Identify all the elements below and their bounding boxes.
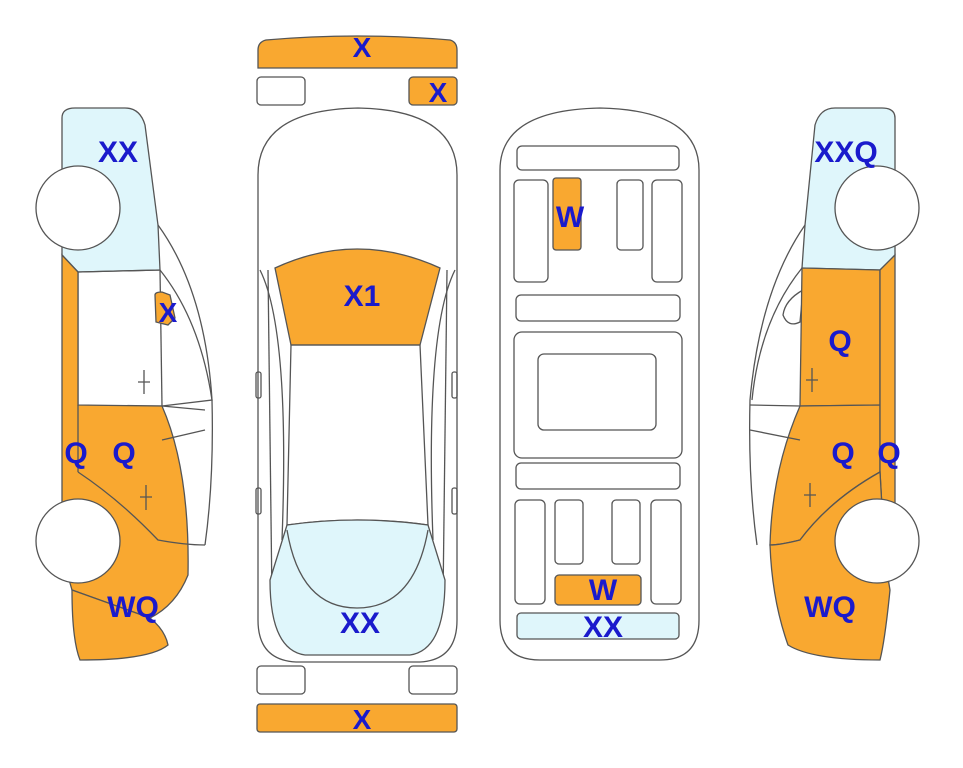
roof-panel[interactable] xyxy=(552,177,582,251)
rear-window[interactable] xyxy=(269,519,446,656)
windshield[interactable] xyxy=(274,248,441,346)
car-left-side-view: XX X Q Q WQ xyxy=(35,107,214,661)
rear-bumper-label: X xyxy=(353,704,372,735)
windshield-label: X1 xyxy=(344,280,381,313)
left-front-wheel[interactable] xyxy=(35,498,121,584)
right-rear-glass-label: XXQ xyxy=(814,136,877,169)
rear-panel-label: XX xyxy=(583,611,623,644)
right-front-wheel[interactable] xyxy=(834,498,920,584)
car-top-view: X X X1 XX X xyxy=(255,32,458,735)
front-bumper[interactable] xyxy=(257,35,458,69)
roof-panel-label: W xyxy=(556,201,585,234)
left-front-pillar-label: Q xyxy=(64,437,87,470)
left-front-fender[interactable] xyxy=(71,589,169,661)
front-bumper-label: X xyxy=(353,32,372,63)
rear-left-lamp[interactable] xyxy=(256,665,306,695)
car-underbody-view: W W XX xyxy=(499,107,700,661)
right-front-fender-label: WQ xyxy=(804,591,856,624)
left-mirror-label: X xyxy=(159,297,178,328)
top-body-outline xyxy=(257,107,458,663)
left-rear-wheel[interactable] xyxy=(35,165,121,251)
right-mirror[interactable] xyxy=(782,288,804,325)
right-rear-door-label: Q xyxy=(828,325,851,358)
left-rear-glass-label: XX xyxy=(98,136,138,169)
rear-right-lamp[interactable] xyxy=(408,665,458,695)
left-mirror[interactable] xyxy=(154,291,176,326)
rear-bumper[interactable] xyxy=(256,703,458,733)
car-right-side-view: XXQ Q Q Q WQ xyxy=(748,107,920,661)
floor-panel[interactable] xyxy=(554,574,642,606)
rear-panel[interactable] xyxy=(516,612,680,640)
roof[interactable] xyxy=(286,344,429,526)
rear-window-label: XX xyxy=(340,607,380,640)
front-left-lamp[interactable] xyxy=(256,76,306,106)
right-pillar-label: Q xyxy=(877,437,900,470)
front-grille-label: X xyxy=(429,77,448,108)
left-front-fender-label: WQ xyxy=(107,591,159,624)
underbody-outline xyxy=(499,107,700,661)
left-front-door-label: Q xyxy=(112,437,135,470)
right-front-door-label: Q xyxy=(831,437,854,470)
right-rear-wheel[interactable] xyxy=(834,165,920,251)
floor-panel-label: W xyxy=(589,574,618,607)
front-grille[interactable] xyxy=(408,76,458,106)
